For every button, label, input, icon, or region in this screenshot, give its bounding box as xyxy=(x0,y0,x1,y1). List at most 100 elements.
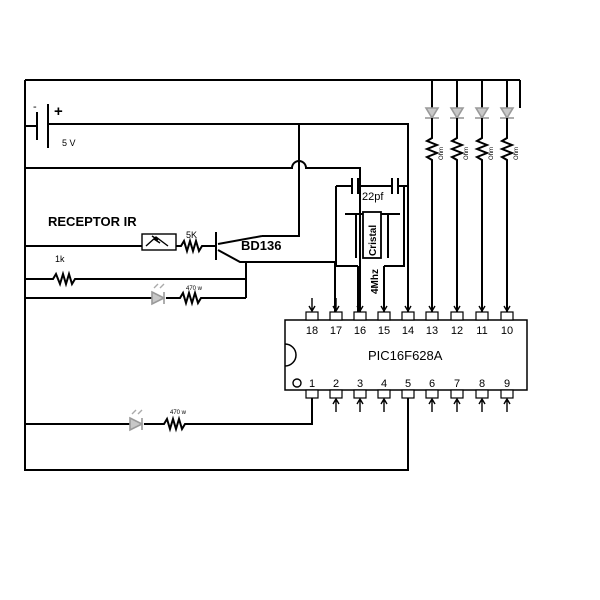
pin-arrow xyxy=(356,298,364,313)
resistor-470-upper-label: 470 w xyxy=(186,286,203,292)
pin-arrow xyxy=(332,397,340,412)
chip-pin-18: 18 xyxy=(305,298,319,337)
chip-notch xyxy=(284,343,297,367)
output-led-3: Ohm xyxy=(474,107,495,312)
pin-arrow xyxy=(308,298,316,313)
left-ground-loop-wire xyxy=(24,80,409,471)
chip-pin-15: 15 xyxy=(377,298,391,337)
output-led-1: Ohm xyxy=(424,107,445,312)
pin-pad xyxy=(305,389,319,399)
battery-positive-wire xyxy=(48,123,409,312)
chip-pin-7: 7 xyxy=(450,378,464,412)
output-led-2: Ohm xyxy=(449,107,470,312)
pin-number: 11 xyxy=(476,325,487,337)
pin-number: 17 xyxy=(330,325,342,337)
pin-number: 2 xyxy=(333,378,339,390)
crystal-frequency-label: 4Mhz xyxy=(370,269,381,294)
ir-receiver-body xyxy=(141,233,177,251)
pin-pad xyxy=(329,389,343,399)
resistor-5k-label: 5K xyxy=(186,230,197,240)
pin-pad xyxy=(401,389,415,399)
pin-number: 9 xyxy=(504,378,510,390)
pin-number: 14 xyxy=(402,325,414,337)
pin-pad xyxy=(450,311,464,321)
chip-pin-6: 6 xyxy=(425,378,439,412)
transistor-collector-wire xyxy=(217,249,336,312)
pin-number: 5 xyxy=(405,378,411,390)
pin-arrow xyxy=(453,397,461,412)
status-led-lower: 470 w xyxy=(25,398,313,433)
pin-number: 13 xyxy=(426,325,438,337)
chip-pin-11: 11 xyxy=(475,298,489,337)
chip-pin-2: 2 xyxy=(329,378,343,412)
resistor-5k: 5K xyxy=(176,230,216,255)
led-resistor-label-2: Ohm xyxy=(464,147,470,160)
resistor-470-lower-label: 470 w xyxy=(170,410,187,416)
power-rail-wires xyxy=(24,79,520,471)
pin-pad xyxy=(425,389,439,399)
chip-pin-5: 5 xyxy=(401,378,415,399)
pin-arrow xyxy=(478,298,486,313)
pin-pad xyxy=(500,311,514,321)
pin-arrow xyxy=(380,397,388,412)
chip-pin-14: 14 xyxy=(401,298,415,337)
pin-arrow xyxy=(332,298,340,313)
battery-symbol: + - 5 V xyxy=(25,101,409,312)
pin-pad xyxy=(450,389,464,399)
pin-arrow xyxy=(503,397,511,412)
transistor-emitter-wire xyxy=(262,124,300,237)
chip-pin-10: 10 xyxy=(500,298,514,337)
pin-pad xyxy=(500,389,514,399)
pin-number: 8 xyxy=(479,378,485,390)
pin-number: 3 xyxy=(357,378,363,390)
transistor-bd136: BD136 xyxy=(215,232,336,312)
resistor-1k-label: 1k xyxy=(55,254,65,264)
pin-arrow xyxy=(453,298,461,313)
chip-pin-9: 9 xyxy=(500,378,514,412)
led-upper-symbol xyxy=(151,290,166,306)
chip-bottom-pins: 1 2 3 4 5 6 7 8 9 xyxy=(305,378,514,412)
pin-pad xyxy=(329,311,343,321)
capacitor-right-plates xyxy=(391,178,399,194)
chip-pin-3: 3 xyxy=(353,378,367,412)
pin-arrow xyxy=(428,397,436,412)
chip-pin-13: 13 xyxy=(425,298,439,337)
led-resistor-label-1: Ohm xyxy=(439,147,445,160)
pin-arrow xyxy=(404,298,412,313)
transistor-label: BD136 xyxy=(241,238,281,253)
pin-number: 15 xyxy=(378,325,390,337)
led-lower-symbol xyxy=(129,416,144,432)
pin-pad xyxy=(353,311,367,321)
capacitor-left-plates xyxy=(351,178,359,194)
battery-minus-sign: - xyxy=(33,101,37,113)
resistor-1k: 1k xyxy=(25,254,247,298)
chip-pin-12: 12 xyxy=(450,298,464,337)
pin-number: 16 xyxy=(354,325,366,337)
pin-pad xyxy=(425,311,439,321)
pin-number: 1 xyxy=(309,378,315,390)
crossover-wire xyxy=(25,124,361,312)
capacitor-label: 22pf xyxy=(362,191,384,203)
pin-number: 7 xyxy=(454,378,460,390)
pin-pad xyxy=(475,311,489,321)
crystal-label: Cristal xyxy=(368,225,379,256)
pin-arrow xyxy=(503,298,511,313)
pin-pad xyxy=(377,311,391,321)
led-resistor-label-3: Ohm xyxy=(489,147,495,160)
pin-arrow xyxy=(478,397,486,412)
pin-number: 10 xyxy=(501,325,513,337)
chip-name: PIC16F628A xyxy=(368,348,443,363)
ir-receiver: RECEPTOR IR xyxy=(25,214,177,251)
chip-pin-4: 4 xyxy=(377,378,391,412)
crystal-body xyxy=(362,211,382,259)
pin-pad xyxy=(353,389,367,399)
pin-number: 12 xyxy=(451,325,463,337)
battery-voltage-label: 5 V xyxy=(62,138,76,148)
chip-pin-8: 8 xyxy=(475,378,489,412)
chip-pin1-dot xyxy=(292,378,302,388)
pin-number: 4 xyxy=(381,378,387,390)
chip-pin-17: 17 xyxy=(329,298,343,337)
pin-number: 18 xyxy=(306,325,318,337)
pin-pad xyxy=(475,389,489,399)
